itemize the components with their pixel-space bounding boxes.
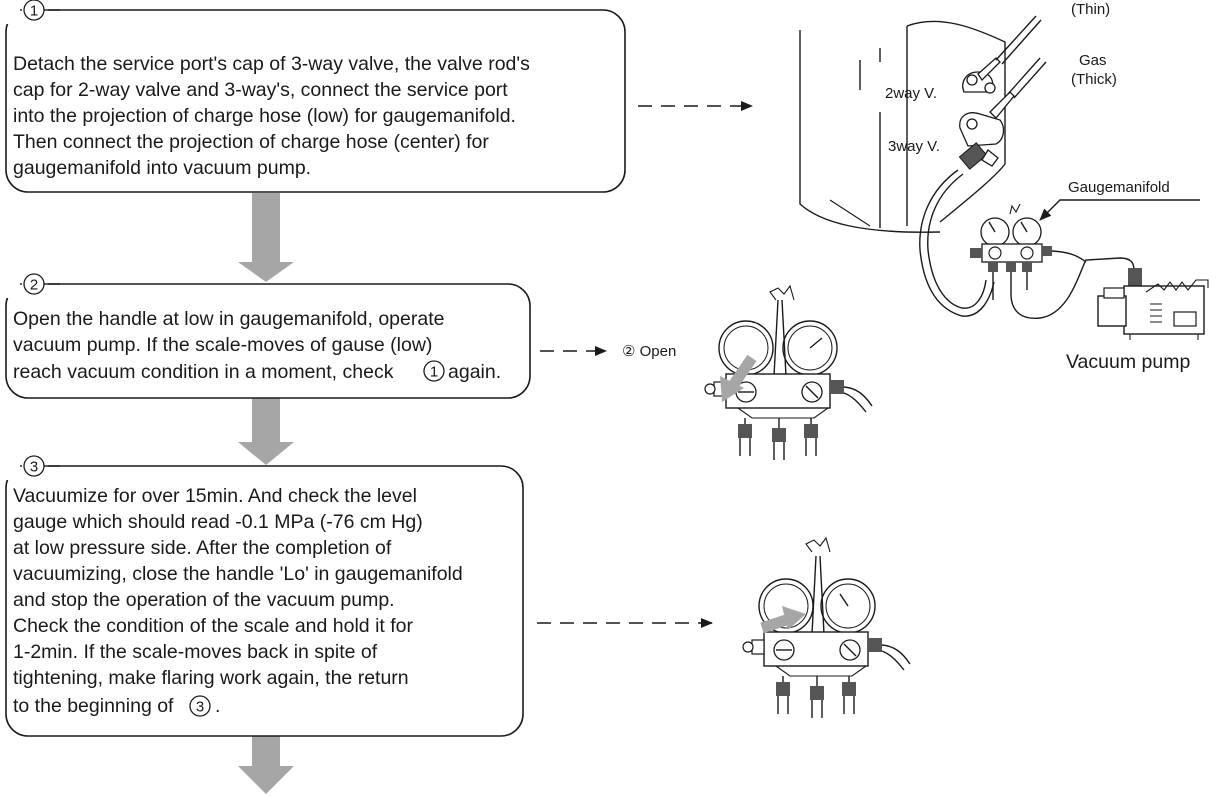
step-number: 3 (30, 459, 38, 476)
step-number: 2 (30, 277, 38, 294)
ref-number: 3 (196, 699, 204, 716)
label-gas: Gas (1079, 52, 1107, 69)
step-3-line-5: and stop the operation of the vacuum pum… (13, 589, 395, 611)
step-number: 1 (30, 3, 38, 20)
gaugemanifold-close-illustration (742, 536, 911, 718)
label-gaugemanifold: Gaugemanifold (1068, 179, 1170, 196)
flow-arrow-3-down (238, 736, 294, 794)
step-3: 3 Vacuumize for over 15min. And check th… (5, 455, 524, 737)
step-3-line-3: at low pressure side. After the completi… (13, 537, 392, 559)
ref-circle (423, 360, 445, 382)
step-3-line-1: Vacuumize for over 15min. And check the … (13, 485, 417, 507)
step-3-line-4: vacuumizing, close the handle 'Lo' in ga… (13, 563, 463, 585)
ref-number: 1 (430, 364, 438, 381)
step-1: 1 Detach the service port's cap of 3-way… (5, 0, 626, 193)
step-2: 2 Open the handle at low in gaugemanifol… (5, 273, 531, 399)
step-2-tail: again. (448, 361, 501, 383)
step-3-line-6: Check the condition of the scale and hol… (13, 615, 414, 637)
step-1-line-1: Detach the service port's cap of 3-way v… (13, 53, 530, 75)
step-3-line-2: gauge which should read -0.1 MPa (-76 cm… (13, 511, 423, 533)
flow-arrow-2-to-3 (238, 398, 294, 465)
vacuum-pump (1097, 268, 1209, 340)
gaugemanifold-small (970, 203, 1135, 319)
step-3-line-7: 1-2min. If the scale-moves back in spite… (13, 641, 378, 663)
label-2way: 2way V. (885, 85, 937, 102)
flow-arrow-1-to-2 (238, 193, 294, 282)
two-way-valve (962, 57, 1001, 94)
step-3-line-8: tightening, make flaring work again, the… (13, 667, 409, 689)
step-1-line-5: gaugemanifold into vacuum pump. (13, 157, 311, 179)
gaugemanifold-open-illustration: ② Open (622, 284, 873, 460)
step-3-line-9: to the beginning of (13, 695, 174, 717)
label-open: ② Open (622, 343, 676, 360)
ref-circle (189, 695, 211, 717)
label-thin: (Thin) (1071, 1, 1110, 18)
step-2-line-2: vacuum pump. If the scale-moves of gause… (13, 334, 432, 356)
label-3way: 3way V. (888, 138, 940, 155)
outdoor-unit-illustration: (Thin) Gas (Thick) 2way V. 3way V. Gauge… (799, 1, 1209, 373)
label-thick: (Thick) (1071, 71, 1117, 88)
step-2-line-3: reach vacuum condition in a moment, chec… (13, 361, 394, 383)
step-3-tail: . (215, 695, 220, 717)
step-1-line-4: Then connect the projection of charge ho… (13, 131, 489, 153)
three-way-valve (958, 91, 1015, 170)
step-1-line-2: cap for 2-way valve and 3-way's, connect… (13, 79, 508, 101)
step-2-line-1: Open the handle at low in gaugemanifold,… (13, 308, 444, 330)
step-1-line-3: into the projection of charge hose (low)… (13, 105, 516, 127)
label-vacuum-pump: Vacuum pump (1066, 351, 1190, 373)
